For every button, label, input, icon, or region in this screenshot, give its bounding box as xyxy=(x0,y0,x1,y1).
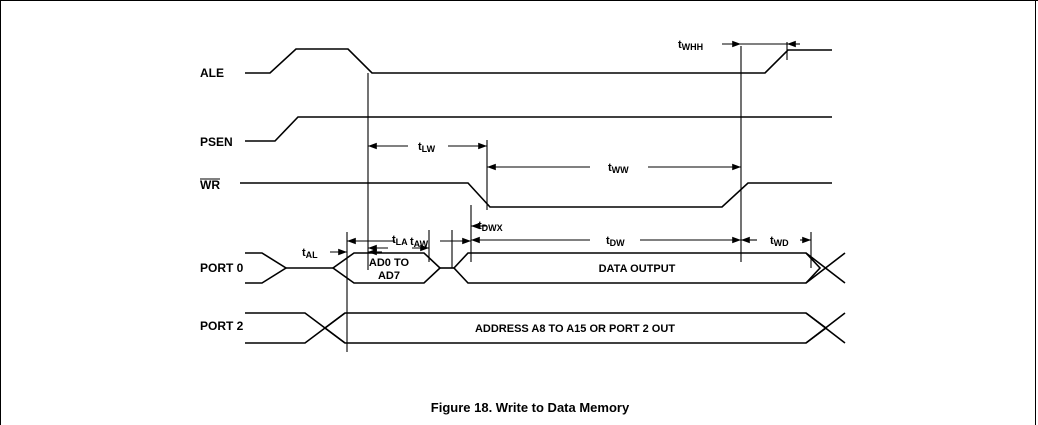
bus-label-data-output: DATA OUTPUT xyxy=(599,263,676,275)
signal-label-wr-group: WR xyxy=(200,178,220,192)
param-tdwx: tDWX xyxy=(471,220,503,233)
figure-caption: Figure 18. Write to Data Memory xyxy=(431,400,630,415)
signal-label-wr: WR xyxy=(200,178,220,192)
svg-text:tWHH: tWHH xyxy=(678,39,703,52)
param-twhh: tWHH xyxy=(678,39,800,52)
ale-waveform xyxy=(245,48,832,74)
bus-label-addr-low-line1: AD0 TO xyxy=(369,257,410,269)
psen-waveform xyxy=(245,116,832,142)
param-tlw: tLW xyxy=(368,141,487,154)
svg-text:tAW: tAW xyxy=(410,236,429,249)
svg-text:tWD: tWD xyxy=(770,235,789,248)
svg-text:tDW: tDW xyxy=(606,235,625,248)
port0-bus xyxy=(245,252,846,284)
signal-label-psen: PSEN xyxy=(200,135,233,149)
param-tdw: tDW xyxy=(471,235,741,248)
bus-label-port2: ADDRESS A8 TO A15 OR PORT 2 OUT xyxy=(475,323,675,335)
signal-label-port0: PORT 0 xyxy=(200,261,244,275)
svg-text:tDWX: tDWX xyxy=(478,220,503,233)
param-tla: tLA xyxy=(368,234,429,252)
svg-text:tWW: tWW xyxy=(608,162,629,175)
figure-frame-right-edge xyxy=(1035,0,1036,425)
svg-text:tLW: tLW xyxy=(418,141,436,154)
param-tal: tAL xyxy=(302,247,382,260)
svg-text:tLA: tLA xyxy=(392,234,408,247)
signal-label-ale: ALE xyxy=(200,66,224,80)
bus-label-addr-low-line2: AD7 xyxy=(378,270,400,282)
port2-bus xyxy=(245,312,846,344)
wr-waveform xyxy=(240,182,832,208)
param-taw: tAW xyxy=(347,236,471,249)
param-tww: tWW xyxy=(487,162,741,175)
signal-label-port2: PORT 2 xyxy=(200,319,244,333)
param-twd: tWD xyxy=(741,235,811,248)
svg-text:tAL: tAL xyxy=(302,247,318,260)
